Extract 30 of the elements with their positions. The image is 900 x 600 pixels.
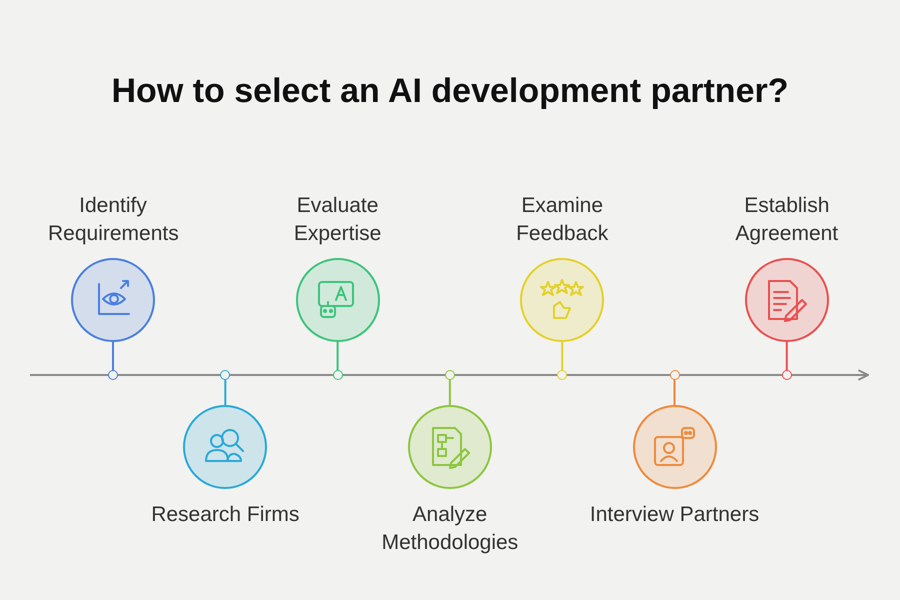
timeline-dot: [557, 370, 568, 380]
timeline-dot: [444, 370, 455, 380]
connector-line: [448, 379, 451, 405]
connector-line: [224, 379, 226, 405]
connector-line: [112, 342, 114, 371]
timeline-line: [229, 374, 334, 376]
connector-line: [336, 342, 339, 371]
step-label: Establish Agreement: [734, 193, 840, 247]
title: How to select an AI development partner?: [110, 72, 790, 111]
timeline-dot: [332, 370, 343, 380]
timeline-line: [117, 374, 222, 376]
step-label: Examine Feedback: [515, 193, 610, 247]
step-label: Analyze Methodologies: [380, 502, 520, 556]
step-label: Evaluate Expertise: [292, 193, 382, 247]
connector-line: [674, 379, 676, 405]
timeline-line: [30, 374, 109, 376]
connector-line: [561, 342, 564, 371]
step-label: Identify Requirements: [48, 193, 178, 247]
timeline-dot: [108, 370, 118, 380]
timeline-line: [678, 374, 783, 376]
timeline-line: [342, 374, 446, 376]
timeline-arrow: [790, 369, 869, 381]
step-label: Interview Partners: [590, 502, 760, 528]
step-label: Research Firms: [150, 502, 300, 528]
connector-line: [786, 342, 788, 371]
timeline-dot: [782, 370, 792, 380]
timeline-dot: [220, 370, 230, 380]
timeline-line: [566, 374, 670, 376]
timeline-dot: [670, 370, 680, 380]
timeline-line: [454, 374, 558, 376]
